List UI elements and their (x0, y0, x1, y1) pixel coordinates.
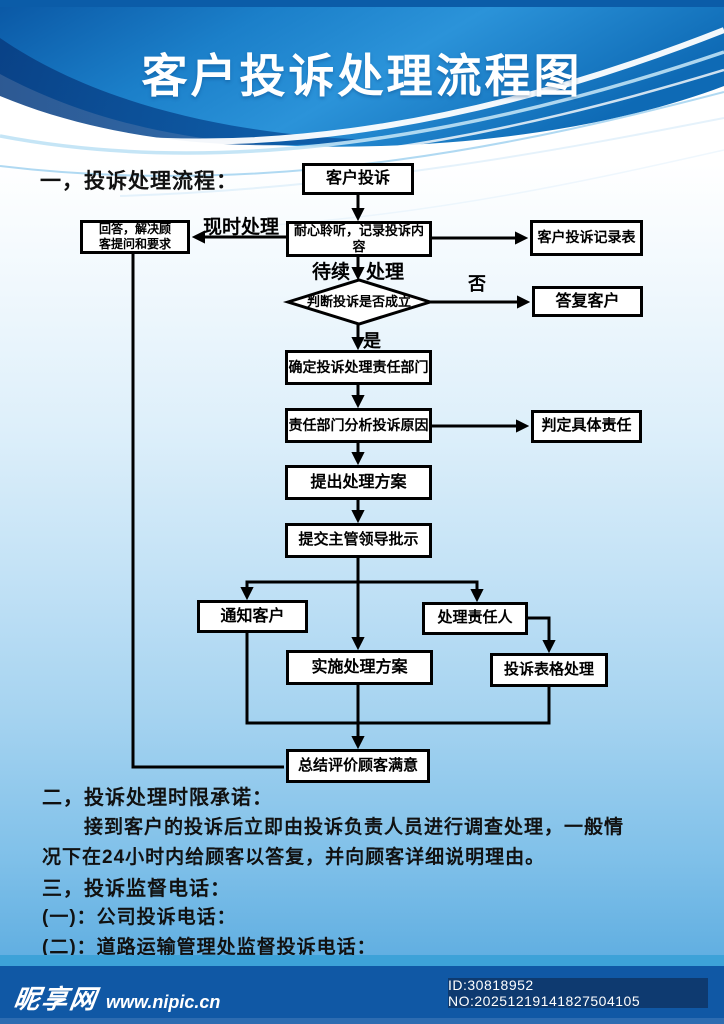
flow-node-summarize: 总结评价顾客满意 (286, 749, 430, 783)
flow-node-propose-plan: 提出处理方案 (285, 465, 432, 500)
answer-solve-line1: 回答，解决顾 (98, 222, 171, 236)
site-logo: 昵享网 (11, 984, 100, 1014)
edge-label-immediate: 现时处理 (203, 217, 280, 238)
section2-heading: 二，投诉处理时限承诺： (42, 787, 273, 809)
page-title: 客户投诉处理流程图 (141, 50, 583, 102)
image-id-badge: ID:30818952 NO:20251219141827504105 (448, 977, 708, 1009)
edge-label-pending: 待续 (312, 262, 351, 283)
flow-node-notify-customer: 通知客户 (197, 600, 308, 633)
flow-node-customer-complaint: 客户投诉 (302, 163, 414, 195)
edge-label-no: 否 (468, 274, 486, 294)
edge-label-handle: 处理 (366, 262, 405, 283)
answer-solve-line2: 客提问和要求 (98, 237, 171, 251)
site-url: www.nipic.cn (106, 992, 221, 1012)
section3-item2: (二)：道路运输管理处监督投诉电话： (42, 937, 377, 958)
edge-label-yes: 是 (363, 331, 381, 351)
section2-line2: 况下在24小时内给顾客以答复，并向顾客详细说明理由。 (42, 847, 546, 868)
site-brand: 昵享网 www.nipic.cn (11, 979, 221, 1016)
flow-node-submit-leader: 提交主管领导批示 (285, 523, 432, 558)
footer-bar: 昵享网 www.nipic.cn ID:30818952 NO:20251219… (0, 955, 724, 1024)
section1-heading: 一，投诉处理流程： (40, 170, 238, 193)
section3-heading: 三，投诉监督电话： (42, 878, 231, 900)
flow-node-judge-valid: 判断投诉是否成立 (306, 293, 411, 309)
flow-node-handler: 处理责任人 (422, 602, 528, 635)
flow-node-analyze-cause: 责任部门分析投诉原因 (285, 408, 432, 443)
flow-node-answer-solve: 回答，解决顾 客提问和要求 (80, 220, 190, 254)
footer-bottom-strip (0, 1018, 724, 1024)
flow-node-form-processing: 投诉表格处理 (490, 653, 608, 687)
flow-node-judge-responsibility: 判定具体责任 (531, 410, 642, 443)
flow-node-record-form: 客户投诉记录表 (530, 220, 643, 256)
flow-node-determine-dept: 确定投诉处理责任部门 (285, 350, 432, 385)
section2-line1: 接到客户的投诉后立即由投诉负责人员进行调查处理，一般情 (84, 817, 625, 838)
footer-top-strip (0, 955, 724, 966)
footer-main: 昵享网 www.nipic.cn ID:30818952 NO:20251219… (0, 966, 724, 1018)
header-wave-art (0, 0, 724, 227)
flow-node-implement-plan: 实施处理方案 (286, 650, 433, 685)
section3-item1: (一)：公司投诉电话： (42, 907, 237, 928)
flow-node-reply-customer: 答复客户 (532, 286, 643, 317)
flow-node-listen-record: 耐心聆听，记录投诉内容 (286, 221, 432, 257)
